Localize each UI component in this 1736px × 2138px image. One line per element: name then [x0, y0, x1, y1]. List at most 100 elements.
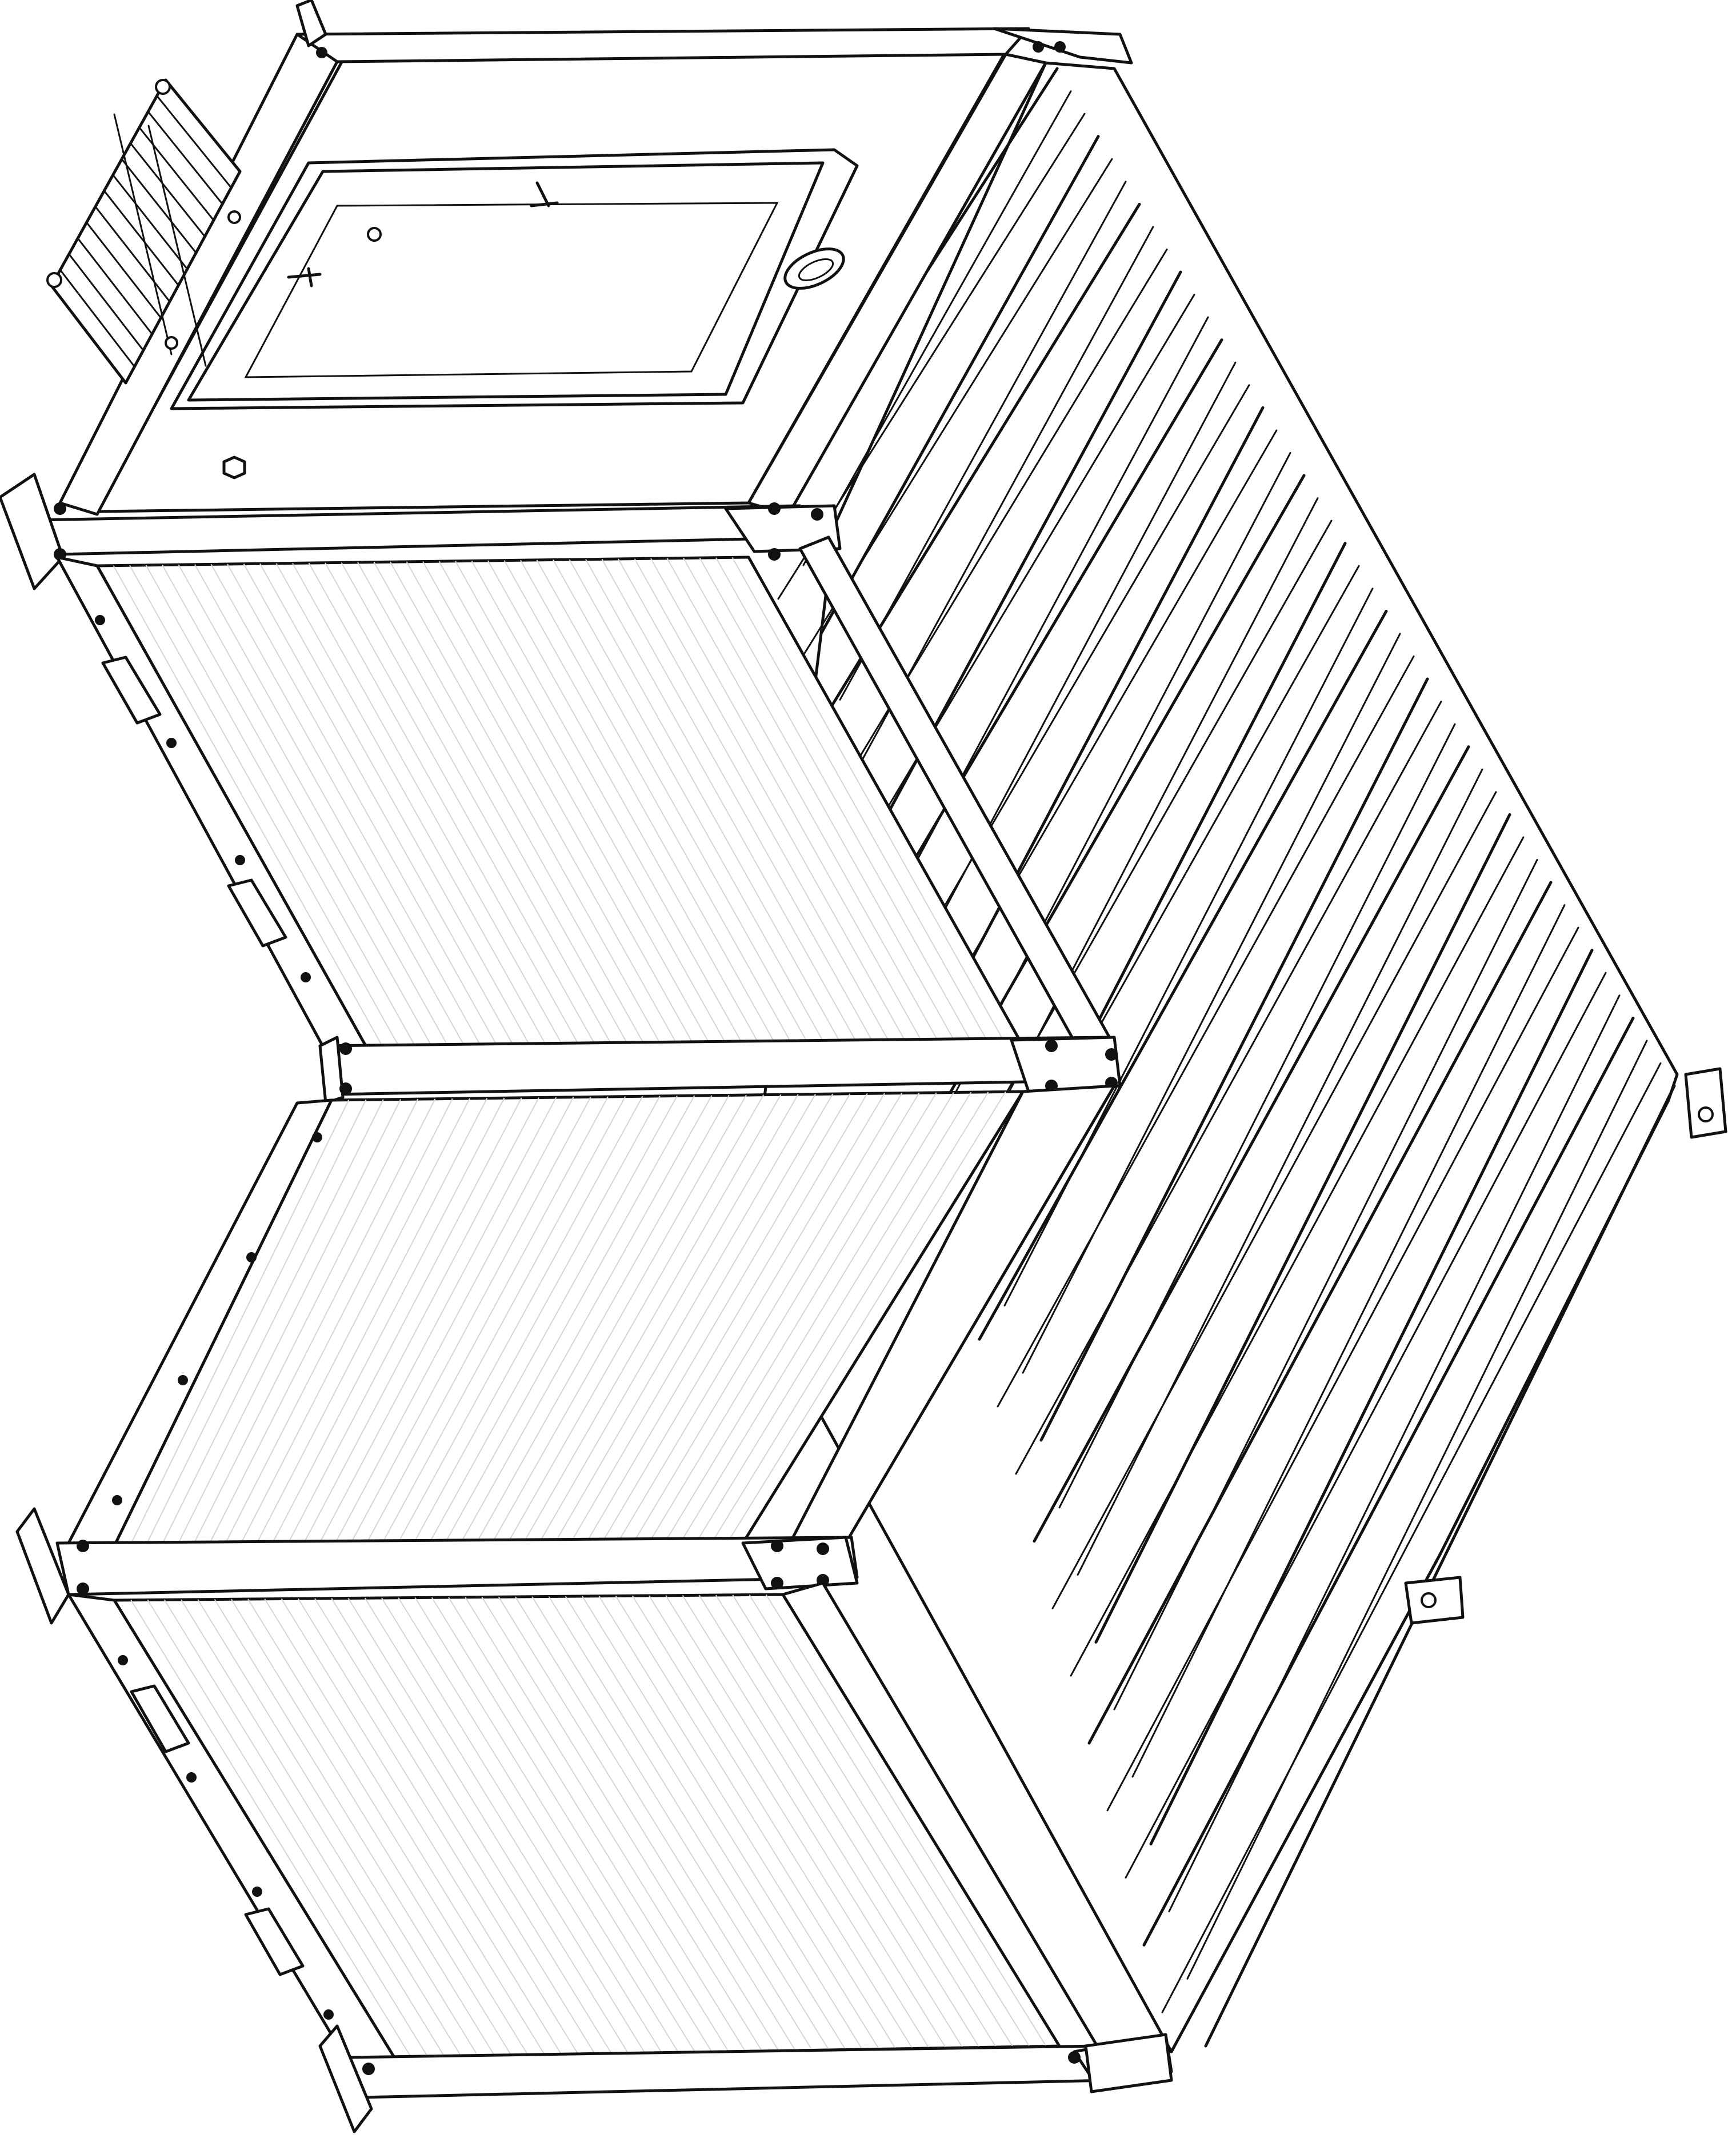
- panel-seam: [749, 1594, 1030, 2047]
- panel-seam: [422, 561, 695, 1046]
- panel-seam: [162, 565, 432, 1046]
- panel-seam: [259, 563, 531, 1046]
- roof-rib: [1131, 904, 1566, 1778]
- door-lamp-icon: [783, 247, 845, 290]
- grille-bar: [156, 95, 233, 189]
- panel-seam: [715, 1594, 997, 2048]
- panel-seam: [569, 1093, 834, 1544]
- grille-bar: [77, 237, 153, 335]
- door-handle-icon[interactable]: [287, 181, 559, 287]
- panel-seam: [538, 1094, 799, 1545]
- panel-seam: [666, 558, 942, 1046]
- panel-seam: [726, 1091, 1006, 1544]
- panel-seam: [569, 559, 843, 1046]
- roof-rib: [1186, 1040, 1648, 1980]
- panel-seam: [475, 1094, 730, 1545]
- grille-bar: [86, 221, 162, 319]
- panel-seam: [297, 1598, 579, 2055]
- panel-seam: [459, 1095, 713, 1545]
- panel-seam: [210, 564, 482, 1046]
- panel-seam: [491, 1094, 747, 1545]
- roof-rib: [850, 294, 1195, 869]
- forklift-pocket-1: [101, 656, 162, 725]
- panel-seam: [520, 560, 794, 1046]
- cross-rail-2: [318, 1036, 1122, 1105]
- panel-seams-3: [130, 1594, 1047, 2058]
- panel-seam: [683, 558, 958, 1046]
- roof-rib: [1125, 972, 1607, 1879]
- panel-seam: [223, 1098, 453, 1546]
- panel-seam: [271, 1097, 505, 1546]
- roof-rib: [1015, 701, 1442, 1475]
- roof-rib: [1204, 1084, 1676, 2048]
- panel-seam: [663, 1092, 937, 1544]
- grille-bar: [129, 142, 206, 238]
- roof-rib: [1149, 949, 1594, 1846]
- panel-seam: [731, 557, 1007, 1046]
- door-leaf: [187, 161, 825, 402]
- panel-seam: [381, 1096, 626, 1545]
- panel-seam: [331, 1598, 613, 2055]
- panel-seam: [347, 1597, 629, 2054]
- roof-rib: [997, 655, 1415, 1408]
- roof-rib: [820, 135, 1100, 634]
- panel-seam: [145, 1099, 367, 1546]
- roof-rib: [1039, 677, 1429, 1442]
- panel-seam: [357, 562, 629, 1046]
- panel-seam: [481, 1596, 763, 2052]
- panel-seam: [406, 561, 679, 1046]
- roof-rib: [887, 384, 1250, 1004]
- panel-seam: [455, 561, 728, 1046]
- panel-seam: [308, 562, 580, 1046]
- panel-seam: [302, 1097, 539, 1545]
- door-lock-icon[interactable]: [367, 227, 382, 242]
- panel-seam: [243, 564, 514, 1046]
- panel-seam: [698, 1594, 980, 2048]
- panel-seam: [230, 1598, 512, 2056]
- panel-seam: [650, 558, 925, 1046]
- panel-seam: [506, 1094, 765, 1545]
- panel-seam: [334, 1097, 574, 1545]
- grille-bar: [113, 113, 173, 355]
- panel-seam: [617, 1093, 885, 1544]
- panel-seam: [239, 1098, 470, 1546]
- panel-seam: [341, 562, 613, 1046]
- grille-bar: [112, 174, 189, 270]
- panel-seam: [665, 1595, 947, 2049]
- panel-seam: [147, 1599, 429, 2057]
- panel-seam: [275, 563, 547, 1046]
- roof-rib: [1077, 768, 1483, 1576]
- panel-seam: [438, 561, 711, 1046]
- panel-seam: [711, 1092, 989, 1544]
- grille-bar: [68, 253, 145, 351]
- panel-seam: [292, 563, 563, 1046]
- lifting-bracket-bottom: [1084, 2033, 1173, 2093]
- panel-seam: [314, 1598, 595, 2055]
- panel-seam: [214, 1598, 495, 2056]
- panel-seam: [181, 1599, 462, 2057]
- panel-seam: [649, 1595, 930, 2049]
- panel-seam: [522, 1094, 782, 1545]
- panel-seam: [325, 562, 597, 1046]
- upper-module: [46, 0, 1133, 516]
- forklift-pocket-2: [227, 878, 287, 948]
- roof-rib: [1106, 926, 1579, 1812]
- door[interactable]: [170, 148, 859, 479]
- panel-seams-1: [113, 557, 1007, 1046]
- corner-bracket-bottom-left: [318, 2024, 373, 2133]
- panel-seam: [531, 1596, 813, 2051]
- panel-seam: [632, 1093, 903, 1544]
- panel-seam: [618, 558, 892, 1046]
- panel-seam: [615, 1595, 897, 2049]
- corner-bracket-left-1: [0, 473, 65, 590]
- panel-seam: [471, 560, 745, 1046]
- grille-bar: [94, 206, 171, 303]
- grille-bar: [50, 285, 127, 384]
- panel-seam: [194, 564, 465, 1046]
- forklift-pocket-4: [244, 1907, 305, 1976]
- door-inner-panel: [244, 202, 779, 378]
- panel-seam: [554, 1093, 816, 1545]
- panel-seam: [412, 1096, 661, 1545]
- roof-rib: [1094, 813, 1511, 1644]
- panel-seam: [679, 1092, 954, 1544]
